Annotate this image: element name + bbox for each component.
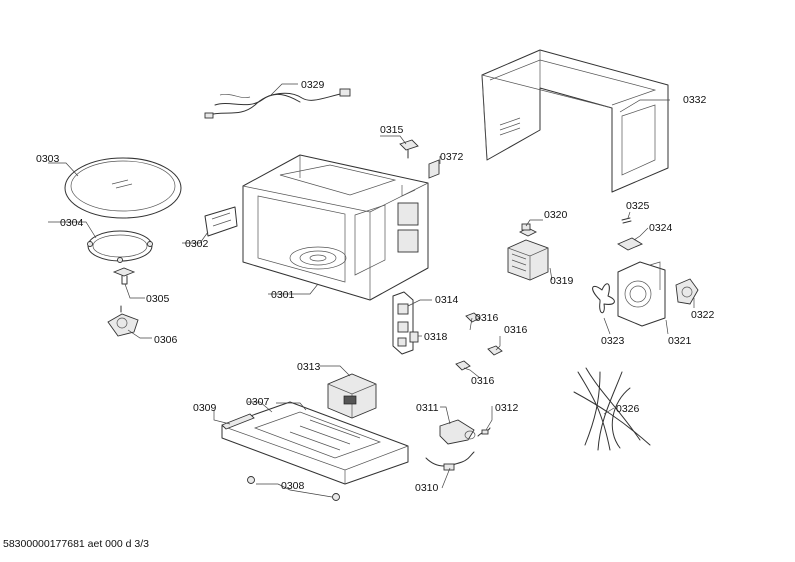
callout-0316c: 0316	[471, 375, 495, 387]
part-0329-power-cord	[204, 88, 351, 119]
callout-0322: 0322	[691, 309, 715, 321]
callout-0318: 0318	[424, 331, 448, 343]
leader-lines	[48, 83, 695, 498]
callout-0305: 0305	[146, 293, 170, 305]
part-0313-transformer	[327, 373, 377, 419]
part-0306-motor	[107, 305, 139, 337]
part-0372-bracket	[428, 159, 440, 179]
part-0316-switch-a	[465, 312, 481, 323]
callout-0326: 0326	[616, 403, 640, 415]
callout-0310: 0310	[415, 482, 439, 494]
part-0323-fan-blade	[592, 283, 615, 314]
part-0320-thermostat	[521, 223, 531, 231]
part-0302-cover-plate	[204, 206, 238, 237]
callout-0316b: 0316	[504, 324, 528, 336]
part-0312-diode	[477, 427, 491, 437]
part-0314-switch-bracket	[392, 291, 414, 355]
callout-0303: 0303	[36, 153, 60, 165]
part-0332-housing	[481, 49, 669, 193]
callout-0308: 0308	[281, 480, 305, 492]
callout-0312: 0312	[495, 402, 519, 414]
part-0301-cavity	[242, 154, 429, 301]
callout-labels: 0303 0304 0305 0306 0302 0301 0329 0315 …	[36, 79, 715, 494]
callout-0372: 0372	[440, 151, 464, 163]
callout-0307: 0307	[246, 396, 270, 408]
callout-0332: 0332	[683, 94, 707, 106]
part-0311-capacitor	[439, 419, 476, 445]
callout-0321: 0321	[668, 335, 692, 347]
callout-0301: 0301	[271, 289, 295, 301]
callout-0316a: 0316	[475, 312, 499, 324]
part-0305-coupler	[112, 267, 136, 285]
callout-0323: 0323	[601, 335, 625, 347]
callout-0304: 0304	[60, 217, 84, 229]
part-0316-switch-b	[487, 345, 503, 356]
callout-0324: 0324	[649, 222, 673, 234]
part-0303-glass-tray	[64, 157, 182, 219]
part-0324-lamp-holder	[617, 237, 643, 251]
callout-0329: 0329	[301, 79, 325, 91]
part-0316-switch-c	[455, 360, 471, 371]
callout-0313: 0313	[297, 361, 321, 373]
part-0318-switch	[409, 331, 419, 343]
callout-0311: 0311	[416, 402, 439, 414]
part-0309-foot-strip	[221, 413, 255, 430]
part-0308-feet	[247, 476, 340, 501]
part-0307-base-plate	[221, 401, 409, 485]
part-0326-wiring-harness	[573, 367, 651, 451]
part-0321-fan-housing	[617, 261, 666, 327]
document-footer-code: 58300000177681 aet 000 d 3/3	[3, 538, 149, 550]
part-0319-magnetron	[507, 227, 549, 281]
part-0304-roller-ring	[87, 230, 153, 263]
part-0322-fan-motor	[675, 278, 699, 305]
callout-0314: 0314	[435, 294, 459, 306]
callout-0309: 0309	[193, 402, 217, 414]
part-0315-fuse	[399, 139, 419, 159]
part-0325-clip	[621, 217, 632, 224]
callout-0320: 0320	[544, 209, 568, 221]
callout-0325: 0325	[626, 200, 650, 212]
part-0310-hv-wire	[425, 451, 475, 471]
callout-0306: 0306	[154, 334, 178, 346]
callout-0315: 0315	[380, 124, 404, 136]
callout-0319: 0319	[550, 275, 574, 287]
callout-0302: 0302	[185, 238, 209, 250]
